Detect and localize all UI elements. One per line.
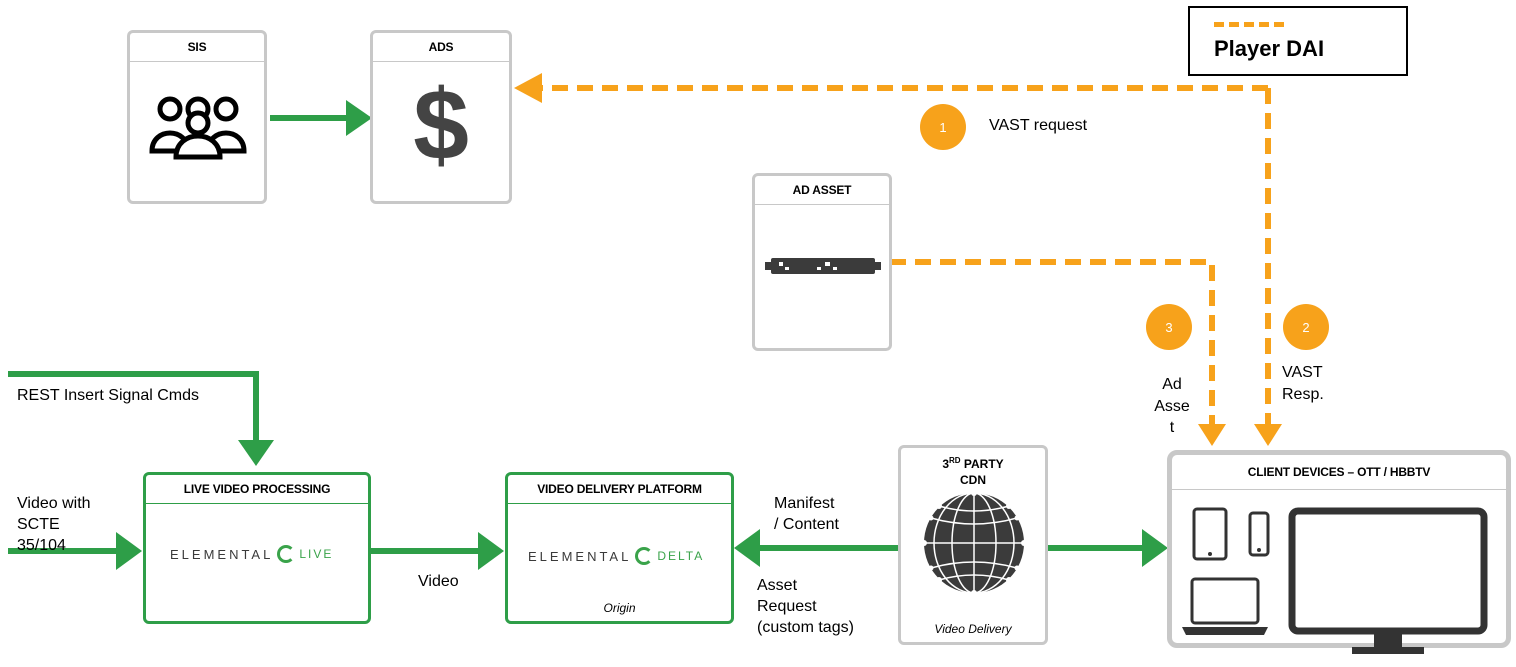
live-video-processing-box: LIVE VIDEO PROCESSING ELEMENTAL LIVE	[143, 472, 371, 624]
video-label: Video	[418, 573, 459, 590]
cdn-caption: Video Delivery	[934, 622, 1012, 636]
legend: Player DAI	[1188, 6, 1408, 76]
clients-title: CLIENT DEVICES – OTT / HBBTV	[1172, 455, 1506, 490]
asset-request-label: Asset Request (custom tags)	[757, 577, 854, 636]
ad-asset-label: Ad Asse t	[1154, 376, 1190, 437]
cdn-title: 3RD PARTY CDN	[942, 456, 1004, 487]
connector-layer	[8, 73, 1282, 570]
dollar-icon: $	[413, 69, 469, 181]
vdp-title: VIDEO DELIVERY PLATFORM	[508, 475, 731, 504]
rest-cmds-label: REST Insert Signal Cmds	[17, 387, 199, 404]
vdp-caption: Origin	[603, 601, 636, 615]
step-badge-1: 1	[920, 104, 966, 150]
logo-brand: ELEMENTAL	[528, 548, 632, 564]
cdn-box: 3RD PARTY CDN Video Delivery	[898, 445, 1048, 645]
ads-title: ADS	[373, 33, 509, 62]
phone-icon	[1248, 511, 1270, 557]
client-devices-box: CLIENT DEVICES – OTT / HBBTV	[1167, 450, 1511, 654]
ad-asset-title: AD ASSET	[755, 176, 889, 205]
ad-asset-box: AD ASSET	[752, 173, 892, 351]
vast-request-label: VAST request	[989, 117, 1088, 134]
logo-product: LIVE	[299, 547, 334, 561]
globe-network-icon	[921, 490, 1027, 596]
users-icon	[149, 96, 247, 160]
server-rack-icon	[765, 258, 881, 274]
live-title: LIVE VIDEO PROCESSING	[146, 475, 368, 504]
step-badge-3: 3	[1146, 304, 1192, 350]
sis-title: SIS	[130, 33, 264, 62]
elemental-swirl-icon	[635, 547, 654, 565]
video-with-scte-label: Video with SCTE 35/104	[17, 495, 91, 554]
elemental-swirl-icon	[277, 545, 296, 563]
tv-monitor-icon	[1288, 507, 1488, 654]
legend-dash-swatch	[1214, 22, 1284, 27]
step-badge-2: 2	[1283, 304, 1329, 350]
video-delivery-platform-box: VIDEO DELIVERY PLATFORM ELEMENTAL DELTA …	[505, 472, 734, 624]
vast-resp-label: VAST Resp.	[1282, 364, 1324, 403]
logo-brand: ELEMENTAL	[170, 546, 274, 562]
ad-asset-dashed	[890, 259, 1215, 425]
elemental-live-logo: ELEMENTAL LIVE	[170, 545, 333, 563]
rest-cmds-arrow	[8, 371, 259, 445]
logo-product: DELTA	[657, 549, 705, 563]
tablet-icon	[1192, 507, 1228, 561]
legend-label: Player DAI	[1214, 36, 1325, 61]
sis-box: SIS	[127, 30, 267, 204]
laptop-icon	[1182, 577, 1268, 635]
manifest-content-label: Manifest / Content	[774, 495, 839, 533]
elemental-delta-logo: ELEMENTAL DELTA	[528, 547, 704, 565]
ads-box: ADS $	[370, 30, 512, 204]
